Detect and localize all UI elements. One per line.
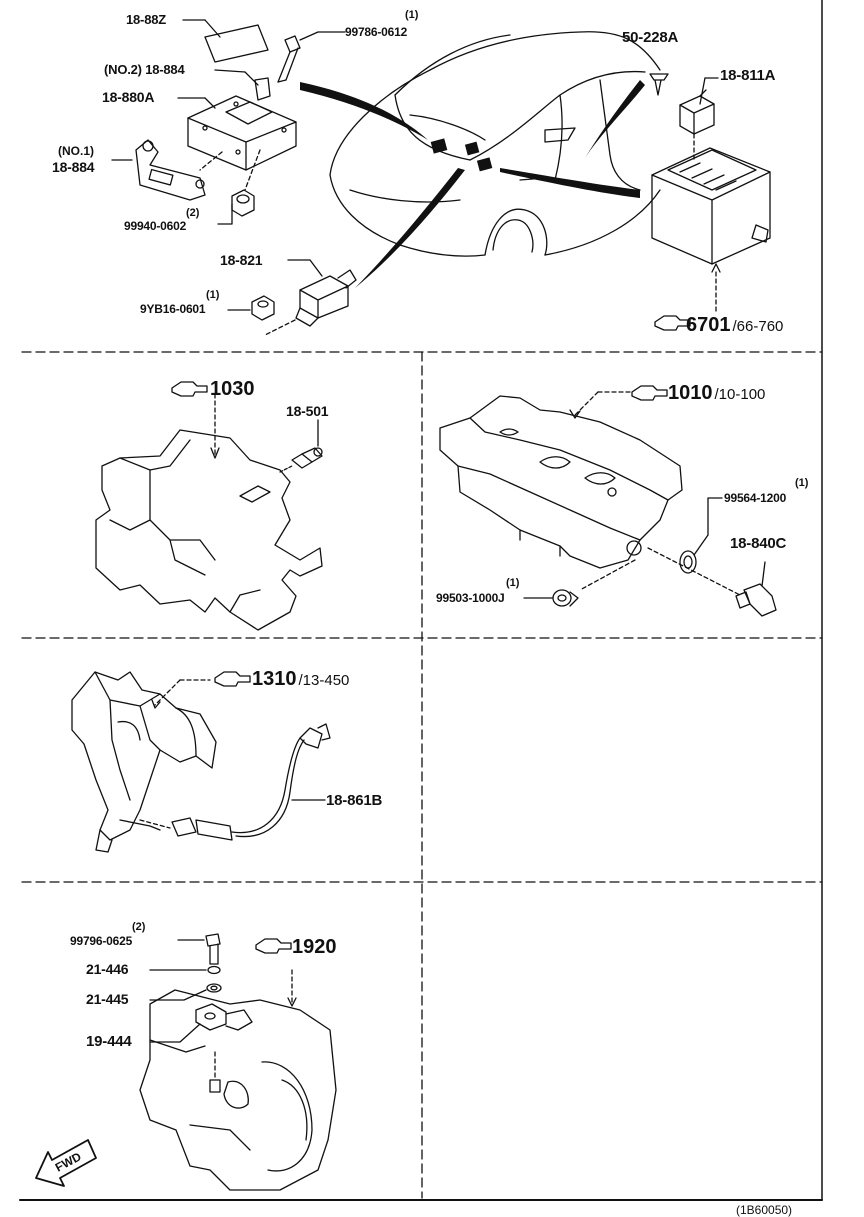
part-label-18-880a: 18-880A xyxy=(102,89,155,105)
ref-subcode: /13-450 xyxy=(298,672,350,689)
engine-block-1030 xyxy=(95,393,323,631)
ref-number: 1310 xyxy=(252,668,297,690)
part-label-18-88z: 18-88Z xyxy=(126,12,166,27)
part-label-21-446: 21-446 xyxy=(86,961,129,977)
flange-nut-part xyxy=(227,295,275,321)
label-sticker-part xyxy=(182,19,269,63)
main-relay-part xyxy=(679,77,719,161)
speed-sensor-part xyxy=(149,1003,253,1043)
temperature-sensor-part xyxy=(279,419,323,473)
part-label-18-884: 18-884 xyxy=(52,159,95,175)
ref-number: 6701 xyxy=(686,314,731,336)
pointing-hand-icon xyxy=(171,315,691,954)
qty-label-99503: (1) xyxy=(506,577,520,589)
transmission-1920 xyxy=(139,969,337,1191)
part-tag-no1: (NO.1) xyxy=(58,144,94,158)
section-dividers xyxy=(21,351,823,1199)
part-label-21-445: 21-445 xyxy=(86,991,129,1007)
ref-subcode: /10-100 xyxy=(714,386,766,403)
ref-callout-1030[interactable]: 1030 xyxy=(210,378,255,401)
ref-number: 1030 xyxy=(210,378,255,400)
part-label-18-861b: 18-861B xyxy=(326,792,383,809)
ref-callout-6701[interactable]: 6701 /66-760 xyxy=(686,314,783,337)
car-outline xyxy=(329,31,661,257)
plug-part xyxy=(523,589,579,607)
cam-sensor-part xyxy=(735,561,777,617)
part-label-18-840c: 18-840C xyxy=(730,535,787,552)
part-label-no2-18-884: (NO.2) 18-884 xyxy=(104,62,185,77)
washer-parts xyxy=(149,965,222,1001)
part-label-18-811a: 18-811A xyxy=(720,67,776,84)
part-label-99564-1200: 99564-1200 xyxy=(724,491,787,505)
part-label-99503-1000j: 99503-1000J xyxy=(436,591,505,605)
ref-callout-1920[interactable]: 1920 xyxy=(292,936,337,959)
oxygen-sensor-part xyxy=(171,723,331,841)
fwd-label: FWD xyxy=(53,1149,84,1174)
bolt-part xyxy=(277,31,346,83)
qty-label-99796: (2) xyxy=(132,921,146,933)
ref-number: 1010 xyxy=(668,382,713,404)
ref-subcode: /66-760 xyxy=(732,318,784,335)
clip-part xyxy=(649,73,669,96)
part-label-99786-0612: 99786-0612 xyxy=(345,25,408,39)
ref-number: 1920 xyxy=(292,936,337,958)
qty-label-99940: (2) xyxy=(186,207,200,219)
part-label-99940-0602: 99940-0602 xyxy=(124,219,187,233)
part-label-50-228a: 50-228A xyxy=(622,29,679,46)
qty-label-99564: (1) xyxy=(795,477,809,489)
part-label-18-821: 18-821 xyxy=(220,252,263,268)
part-label-19-444: 19-444 xyxy=(86,1033,132,1050)
fwd-arrow-icon xyxy=(35,1139,97,1187)
relay-part xyxy=(264,259,357,336)
part-label-18-501: 18-501 xyxy=(286,403,329,419)
part-label-99796-0625: 99796-0625 xyxy=(70,934,133,948)
control-module-part xyxy=(177,95,297,191)
sensor-bolt-part xyxy=(177,933,221,965)
footer-code: (1B60050) xyxy=(736,1203,793,1217)
bracket-no2-part xyxy=(214,69,271,101)
gasket-part xyxy=(679,497,723,574)
cylinder-head-1010 xyxy=(439,391,741,596)
qty-label-9yb16: (1) xyxy=(206,289,220,301)
ref-callout-1010[interactable]: 1010 /10-100 xyxy=(668,382,765,405)
exhaust-manifold-1310 xyxy=(71,671,217,853)
qty-label-99786: (1) xyxy=(405,9,419,21)
nut-part xyxy=(217,189,255,225)
locator-marks xyxy=(300,80,645,288)
bracket-no1-part xyxy=(111,139,206,201)
ref-callout-1310[interactable]: 1310 /13-450 xyxy=(252,668,349,691)
part-label-9yb16-0601: 9YB16-0601 xyxy=(140,302,206,316)
fuse-block-part xyxy=(651,147,771,313)
